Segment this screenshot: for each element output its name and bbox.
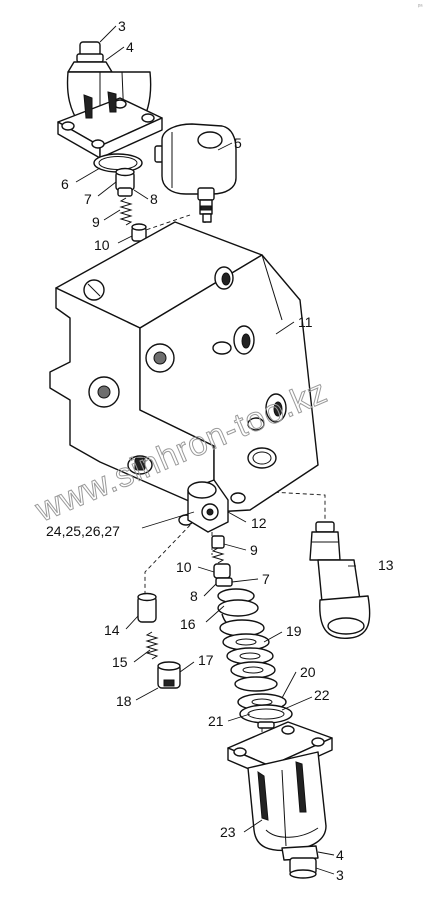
top-end-cover: [57, 41, 163, 173]
label-part-19: 19: [286, 623, 302, 639]
label-part-5: 5: [234, 135, 242, 151]
label-part-15: 15: [112, 654, 128, 670]
lower-spool-parts: [211, 535, 233, 587]
label-part-11: 11: [298, 314, 313, 330]
bottom-end-cover: [227, 721, 333, 879]
label-part-20: 20: [300, 664, 316, 680]
top-spool-parts: [115, 167, 147, 242]
label-part-4-bottom: 4: [336, 847, 344, 863]
cartridge-solenoid: [309, 521, 371, 639]
label-part-16: 16: [180, 616, 196, 632]
label-part-9-bottom: 9: [250, 542, 258, 558]
label-part-14: 14: [104, 622, 120, 638]
label-part-23: 23: [220, 824, 236, 840]
part-labels: 3 4 5 6 7 8 9 10 11 24,25,26,27 12 9 10 …: [46, 18, 394, 883]
main-spring-stack: [217, 588, 293, 729]
label-part-7-top: 7: [84, 191, 92, 207]
label-part-12: 12: [251, 515, 267, 531]
valve-body-block: [49, 221, 319, 526]
label-part-10-bottom: 10: [176, 559, 192, 575]
label-part-8-bottom: 8: [190, 588, 198, 604]
label-part-18: 18: [116, 693, 132, 709]
check-valve-parts: [137, 592, 181, 689]
adjuster-fitting: [187, 479, 229, 533]
label-part-7-bottom: 7: [262, 571, 270, 587]
label-part-8-top: 8: [150, 191, 158, 207]
label-part-3-top: 3: [118, 18, 126, 34]
label-part-9-top: 9: [92, 214, 100, 230]
label-parts-24-27: 24,25,26,27: [46, 523, 120, 539]
label-part-3-bottom: 3: [336, 867, 344, 883]
label-part-17: 17: [198, 652, 214, 668]
label-part-21: 21: [208, 713, 224, 729]
corner-mark: ᵖᵃ: [418, 4, 423, 10]
label-part-4-top: 4: [126, 39, 134, 55]
leader-lines: [75, 25, 356, 875]
label-part-6: 6: [61, 176, 69, 192]
solenoid-valve-top: [154, 123, 237, 223]
label-part-13: 13: [378, 557, 394, 573]
label-part-10-top: 10: [94, 237, 110, 253]
label-part-22: 22: [314, 687, 330, 703]
